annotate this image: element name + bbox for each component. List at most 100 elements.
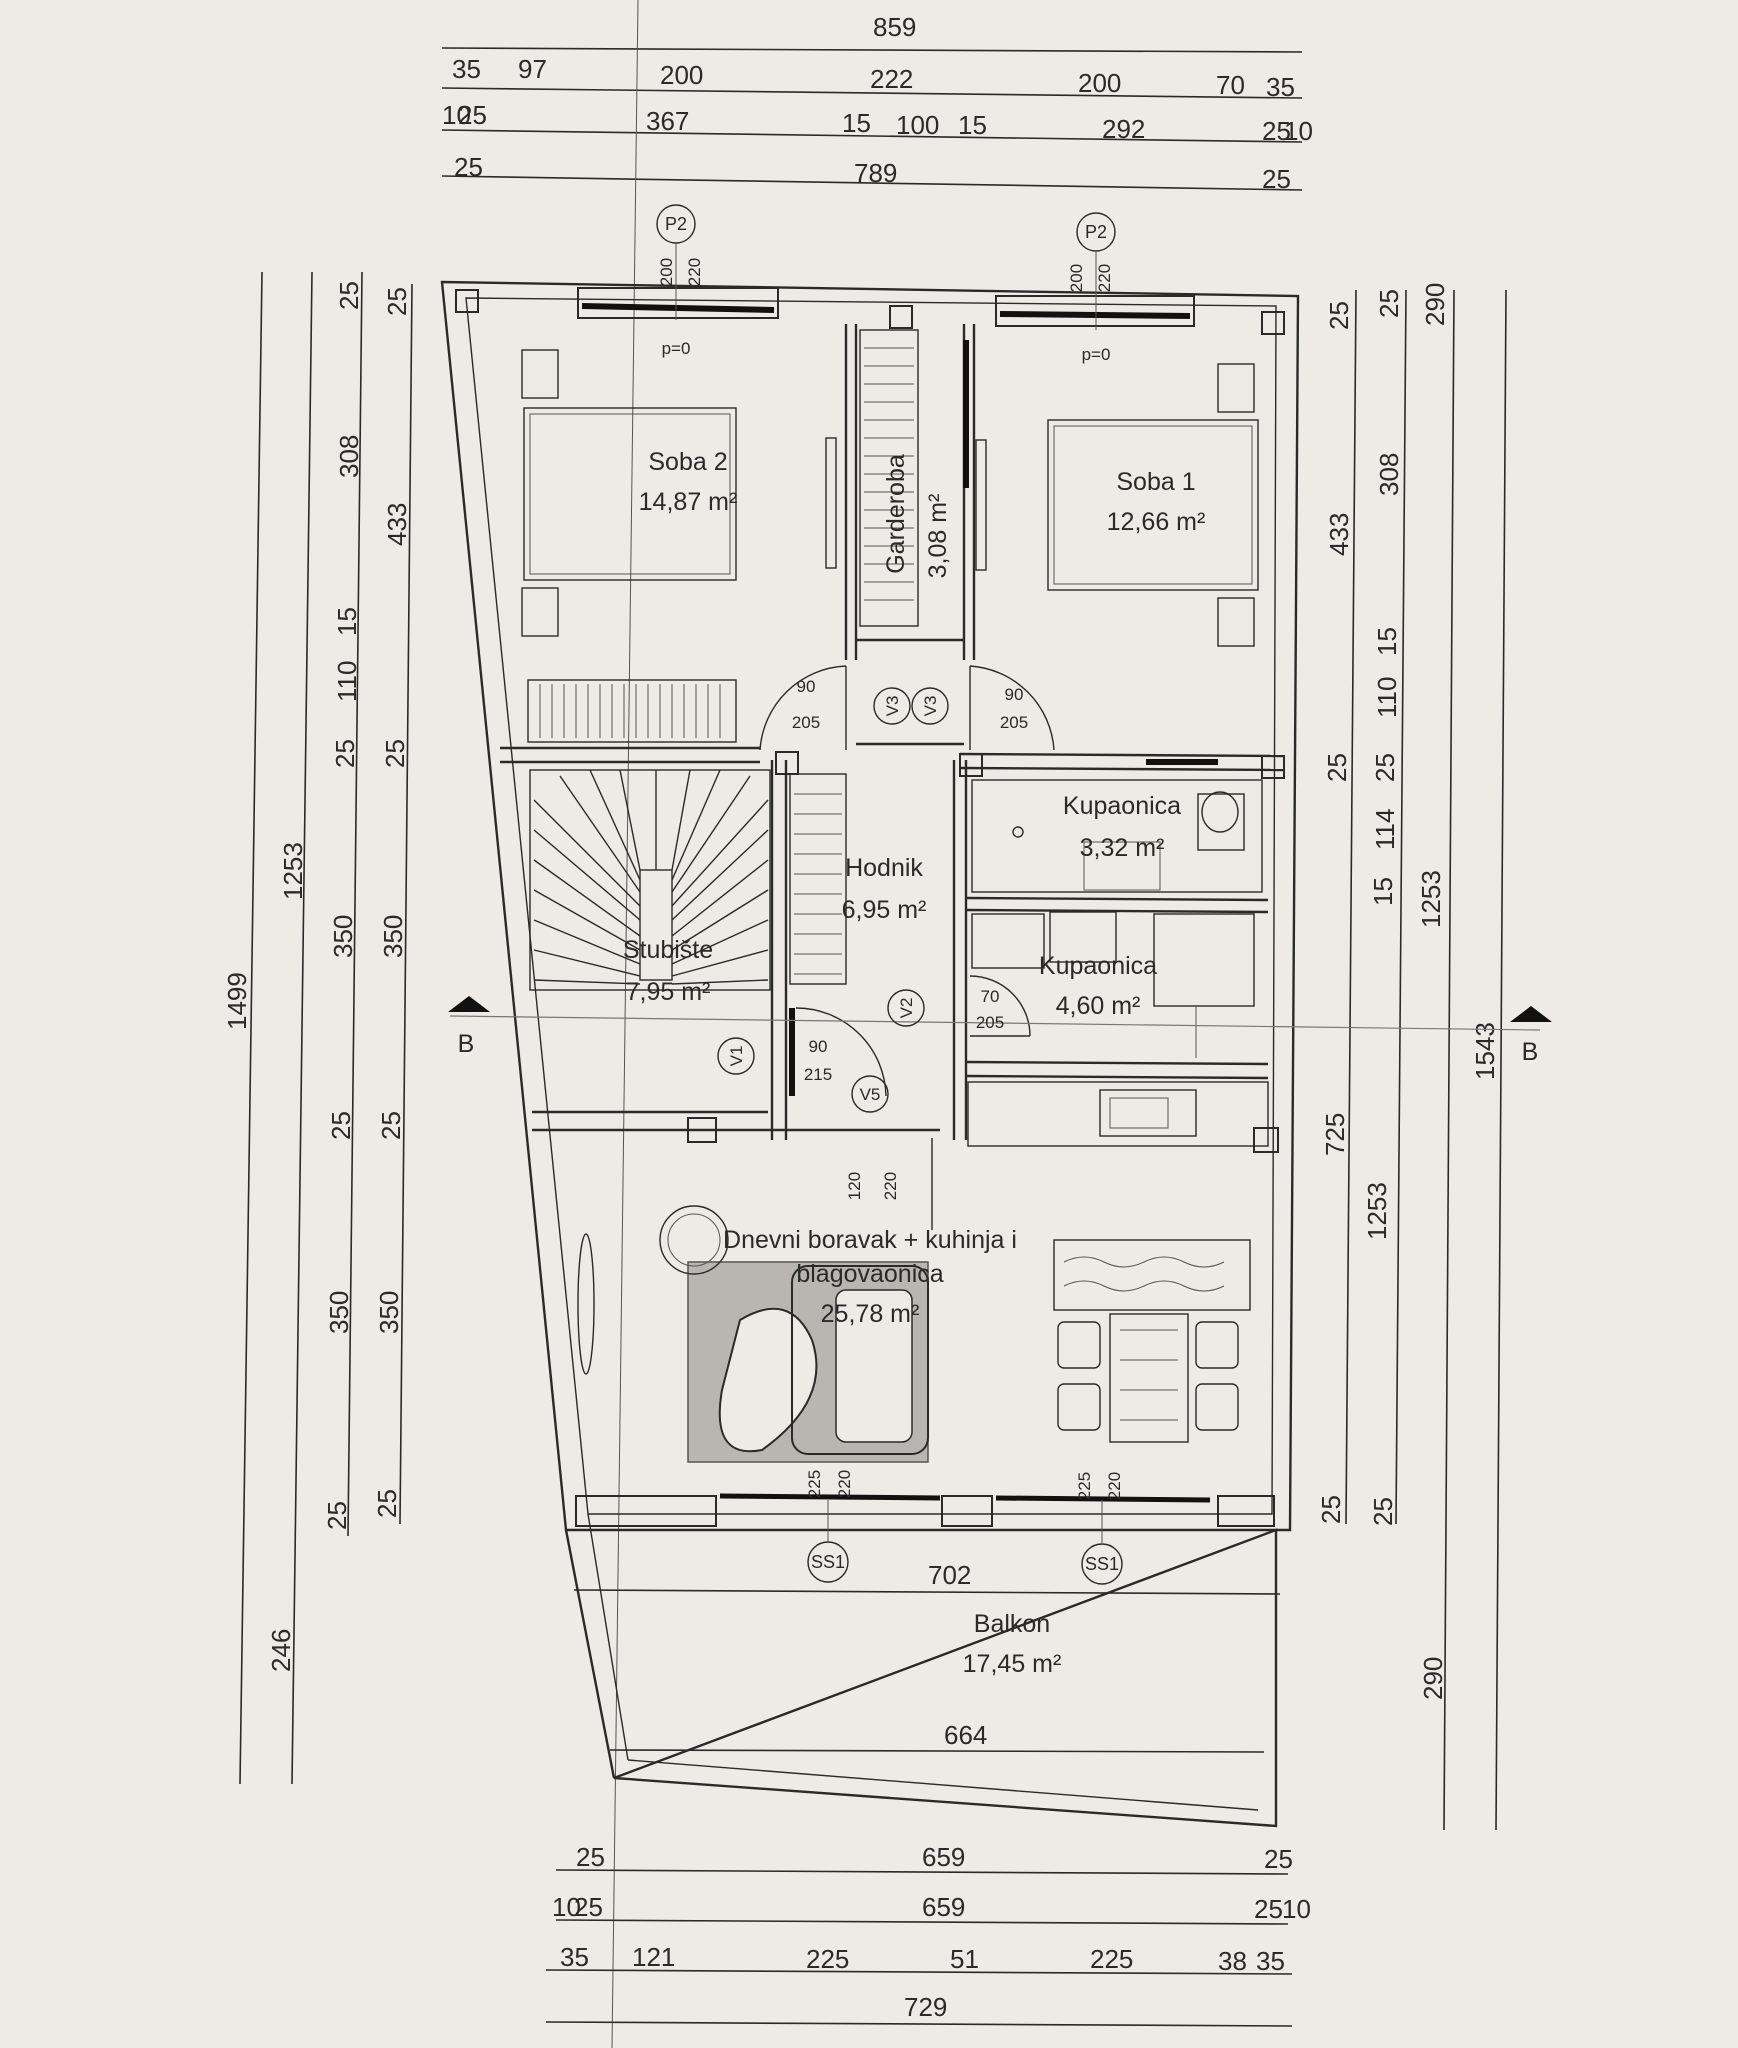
room-living-area: 25,78 m²: [821, 1300, 920, 1328]
top-dimensions: 859 35 97 200 222 200 70 35 10 25 367 15…: [441, 12, 1313, 194]
dim-top-row3-7: 25: [1262, 116, 1291, 146]
dim-right-col3-1253: 1253: [1416, 870, 1446, 928]
dim-top-row3-6: 292: [1102, 114, 1145, 144]
dim-top-row4-1: 789: [854, 158, 897, 188]
dim-left-col3-2: 308: [334, 435, 364, 478]
dim-right-col1-3: 725: [1320, 1113, 1350, 1156]
dim-left-col4-0: 25: [382, 287, 412, 316]
room-kupaonica-1-name: Kupaonica: [1063, 792, 1181, 820]
dim-top-row3-0: 10: [442, 100, 471, 130]
sill-right: p=0: [1082, 345, 1111, 364]
dim-top-row3-3: 15: [842, 108, 871, 138]
armchair: [659, 1205, 729, 1275]
room-soba-2-name: Soba 2: [648, 448, 727, 476]
dim-window-right-1: 220: [1095, 264, 1114, 292]
dim-right-col1-2: 25: [1322, 753, 1352, 782]
dim-bottom-row3-3: 51: [950, 1944, 979, 1974]
marker-v1: V1: [727, 1046, 746, 1067]
room-garderoba-area: 3,08 m²: [924, 494, 952, 579]
dim-door-living-0: 120: [845, 1172, 864, 1200]
section-line: B B: [448, 996, 1552, 1066]
room-kupaonica-2-area: 4,60 m²: [1056, 992, 1141, 1020]
sofa: [791, 1265, 929, 1455]
marker-p2-left: P2: [665, 214, 687, 234]
dim-door-left-0: 90: [797, 677, 816, 696]
dim-top-row2-5: 70: [1216, 70, 1245, 100]
marker-ss1-left: SS1: [811, 1552, 845, 1572]
dim-left-col3-8: 350: [324, 1291, 354, 1334]
section-marker-right: B: [1522, 1038, 1539, 1066]
dim-left-col3-10: 25: [322, 1501, 352, 1530]
dim-door-left-1: 205: [792, 713, 820, 732]
dim-right-col2-2: 308: [1374, 453, 1404, 496]
dim-left-col3-6: 350: [328, 915, 358, 958]
dim-bottom-row2-2: 659: [922, 1892, 965, 1922]
room-balkon-name: Balkon: [974, 1610, 1050, 1638]
dim-right-col1-0: 25: [1324, 301, 1354, 330]
dim-overall-top: 859: [873, 12, 916, 42]
marker-v2: V2: [897, 998, 916, 1019]
wardrobe-soba-2: [527, 679, 737, 743]
dim-top-row2-1: 97: [518, 54, 547, 84]
dim-left-col3-0: 25: [334, 281, 364, 310]
dim-left-col4-2: 25: [380, 739, 410, 768]
left-dimensions: 1499 1253 246 25 308 15 110 25 350 25 35…: [222, 271, 413, 1785]
dim-bottom-row1-0: 25: [576, 1842, 605, 1872]
room-balkon-area: 17,45 m²: [963, 1650, 1062, 1678]
dim-top-row2-4: 200: [1078, 68, 1121, 98]
dim-sliding-right-0: 225: [1075, 1472, 1094, 1500]
markers: P2 p=0 200 220 P2 p=0 200 220 SS1 225 22…: [656, 204, 1124, 1585]
dim-top-row2-0: 35: [452, 54, 481, 84]
dim-bottom-row3-1: 121: [632, 1942, 675, 1972]
dim-right-col2-10: 25: [1368, 1497, 1398, 1526]
dim-door-bath-0: 70: [981, 987, 1000, 1006]
dim-door-bath-1: 205: [976, 1013, 1004, 1032]
dim-window-left-0: 200: [657, 258, 676, 286]
window-right: [995, 295, 1195, 327]
dim-balcony-top: 702: [928, 1560, 971, 1590]
dim-right-col1-4: 25: [1316, 1495, 1346, 1524]
marker-ss1-right: SS1: [1085, 1554, 1119, 1574]
dim-bottom-row3-6: 35: [1256, 1946, 1285, 1976]
dim-bottom-row3-0: 35: [560, 1942, 589, 1972]
dim-top-row2-2: 200: [660, 60, 703, 90]
marker-v5: V5: [860, 1085, 881, 1104]
room-hodnik-name: Hodnik: [845, 854, 923, 882]
room-soba-1-area: 12,66 m²: [1107, 508, 1206, 536]
balcony-dimensions: 702 664: [573, 1560, 1281, 1753]
dim-right-col3-0: 290: [1420, 283, 1450, 326]
room-soba-2-area: 14,87 m²: [639, 488, 738, 516]
dim-top-row4-2: 25: [1262, 164, 1291, 194]
room-stubiste-name: Stubište: [623, 936, 713, 964]
dim-left-col3-7: 25: [326, 1111, 356, 1140]
room-living-name: Dnevni boravak + kuhinja i: [723, 1226, 1017, 1254]
dim-left-col4-3: 350: [378, 915, 408, 958]
doors: [759, 665, 1055, 1230]
dim-top-row3-2: 367: [646, 106, 689, 136]
staircase: [529, 769, 771, 991]
dim-sliding-right-1: 220: [1105, 1472, 1124, 1500]
dim-right-col2-8: 1253: [1362, 1182, 1392, 1240]
room-hodnik-area: 6,95 m²: [842, 896, 927, 924]
building-outline: [440, 280, 1300, 1828]
right-dimensions: 25 433 25 725 25 25 308 15 110 25 114 15…: [1316, 283, 1507, 1831]
room-garderoba-name: Garderoba: [882, 454, 910, 574]
dim-left-col3-5: 25: [330, 739, 360, 768]
toilet: [1197, 793, 1245, 851]
dim-door-living-1: 220: [881, 1172, 900, 1200]
dim-sliding-left-0: 225: [805, 1470, 824, 1498]
dim-door-entry-0: 90: [809, 1037, 828, 1056]
sill-left: p=0: [662, 339, 691, 358]
interior-walls: [455, 287, 1285, 1527]
dim-right-col2-4: 110: [1372, 677, 1402, 718]
dim-window-left-1: 220: [685, 258, 704, 286]
dim-right-col2-7: 15: [1368, 877, 1398, 906]
kitchen-counter: [967, 1081, 1269, 1147]
room-kupaonica-2-name: Kupaonica: [1039, 952, 1157, 980]
marker-v3-right: V3: [921, 696, 940, 717]
dim-right-col3-290: 290: [1418, 1657, 1448, 1700]
dim-left-col3-4: 110: [332, 661, 362, 702]
dim-top-row4-0: 25: [454, 152, 483, 182]
wardrobe-hall: [789, 773, 847, 985]
